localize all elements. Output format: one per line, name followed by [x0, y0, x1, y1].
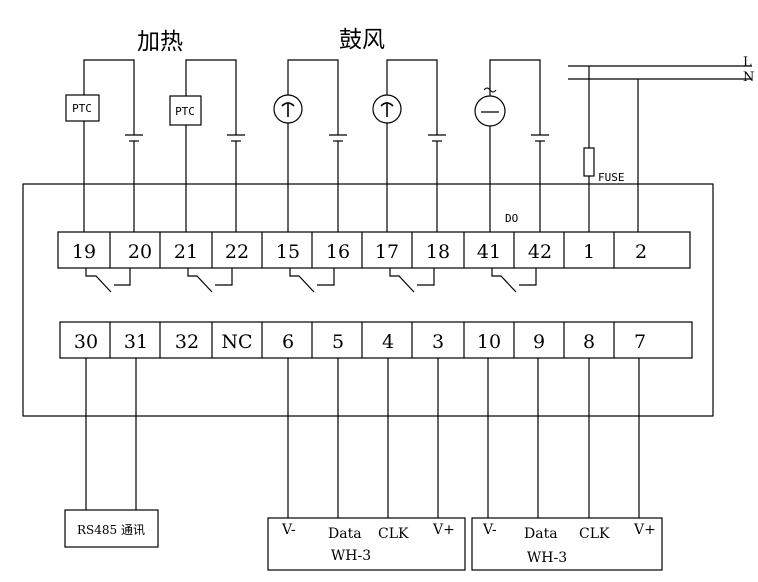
controller-box — [22, 183, 714, 417]
terminal-label: 10 — [477, 331, 501, 353]
do-lamp-icon — [474, 95, 506, 127]
wh3-pin-label: Data — [524, 526, 558, 542]
rs485-box — [64, 509, 159, 548]
terminal-label: 1 — [583, 241, 595, 263]
terminal-label: 20 — [128, 241, 152, 263]
bottom-terminal-strip — [59, 321, 693, 359]
terminal-label: 6 — [282, 331, 294, 353]
terminal-label: 41 — [477, 241, 501, 263]
top-terminal-labels: 19 20 21 22 15 16 17 18 41 42 1 2 — [72, 241, 647, 263]
top-terminal-strip — [57, 231, 691, 269]
fuse-symbol — [583, 147, 595, 177]
wh3-left-labels: V- Data CLK V+ WH-3 — [281, 522, 455, 564]
blower-label: 鼓风 — [339, 27, 385, 53]
ptc1-box — [65, 94, 100, 122]
label-L: L — [743, 55, 752, 70]
terminal-label: 31 — [124, 331, 148, 353]
terminal-label: 9 — [533, 331, 545, 353]
bottom-terminal-labels: 30 31 32 NC 6 5 4 3 10 9 8 7 — [74, 331, 646, 353]
bottom-wires — [85, 358, 640, 518]
wh3-pin-label: V+ — [633, 522, 656, 538]
wh3-pin-label: CLK — [378, 526, 409, 542]
ptc2-box — [169, 95, 202, 126]
do-label: DO — [505, 212, 518, 225]
wh3-pin-label: CLK — [579, 526, 610, 542]
terminal-label: 8 — [583, 331, 595, 353]
terminal-label: 16 — [326, 241, 350, 263]
terminal-label: 18 — [426, 241, 450, 263]
terminal-label: 19 — [72, 241, 96, 263]
terminal-label: 15 — [276, 241, 300, 263]
terminal-label: 30 — [74, 331, 98, 353]
wh3-right-box — [471, 517, 663, 571]
terminal-label: 21 — [174, 241, 198, 263]
terminal-label: 5 — [332, 331, 344, 353]
terminal-label: 22 — [225, 241, 249, 263]
wh3-name: WH-3 — [331, 548, 371, 564]
wire-fan1 — [287, 59, 339, 135]
wh3-pin-label: V- — [281, 522, 296, 538]
wh3-pin-label: Data — [328, 526, 362, 542]
wh3-right-labels: V- Data CLK V+ WH-3 — [482, 522, 656, 566]
ground-symbols — [125, 134, 549, 232]
wh3-name: WH-3 — [527, 550, 567, 566]
terminal-label: 17 — [375, 241, 399, 263]
wh3-pin-label: V+ — [432, 522, 455, 538]
ptc2-label: PTC — [175, 105, 195, 118]
relay-contacts — [85, 268, 537, 293]
wire-fan2 — [386, 59, 438, 135]
wh3-pin-label: V- — [482, 522, 497, 538]
terminal-label: 42 — [528, 241, 552, 263]
terminal-label: 32 — [175, 331, 199, 353]
wh3-left-box — [267, 517, 466, 571]
ptc1-label: PTC — [72, 102, 92, 115]
terminal-label: 7 — [634, 331, 646, 353]
fuse-label: FUSE — [598, 171, 625, 184]
terminal-label: 4 — [382, 331, 394, 353]
wire-ptc2 — [185, 59, 237, 135]
wire-ptc1 — [83, 59, 135, 135]
terminal-label: 2 — [635, 241, 647, 263]
wire-do — [489, 59, 541, 135]
terminal-label: NC — [221, 331, 252, 353]
rs485-label: RS485 通讯 — [77, 523, 145, 537]
label-N: N — [743, 70, 754, 85]
heating-label: 加热 — [137, 29, 183, 55]
terminal-label: 3 — [432, 331, 444, 353]
